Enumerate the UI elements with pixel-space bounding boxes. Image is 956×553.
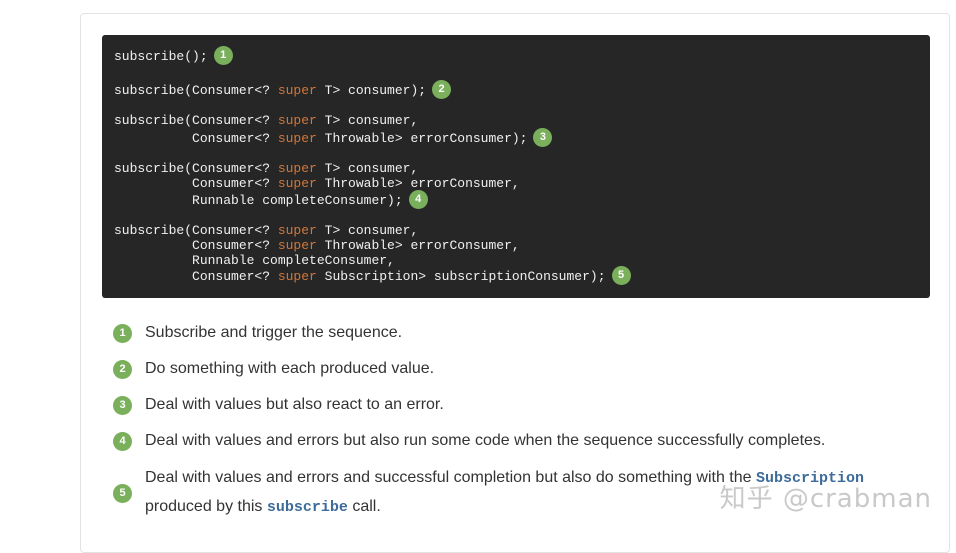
code-line-5c: Runnable completeConsumer, bbox=[114, 253, 395, 268]
code-line-4c: Runnable completeConsumer);4 bbox=[114, 190, 428, 209]
code-subscribe: subscribe bbox=[266, 499, 348, 516]
note-text-2: Do something with each produced value. bbox=[145, 360, 435, 377]
callout-5: 5 bbox=[611, 266, 631, 285]
code-line-3a: subscribe(Consumer<? super T> consumer, bbox=[114, 113, 419, 128]
code-line-5b: Consumer<? super Throwable> errorConsume… bbox=[114, 238, 520, 253]
note-text-4: Deal with values and errors but also run… bbox=[145, 432, 826, 449]
code-subscription: Subscription bbox=[756, 470, 865, 487]
note-3: 3 Deal with values but also react to an … bbox=[113, 391, 444, 419]
code-line-3b: Consumer<? super Throwable> errorConsume… bbox=[114, 128, 553, 147]
note-text-1: Subscribe and trigger the sequence. bbox=[145, 324, 403, 341]
note-badge-3: 3 bbox=[113, 395, 132, 415]
note-badge-2: 2 bbox=[113, 359, 132, 379]
code-line-1: subscribe();1 bbox=[114, 46, 233, 65]
note-4: 4 Deal with values and errors but also r… bbox=[113, 427, 825, 455]
code-line-5a: subscribe(Consumer<? super T> consumer, bbox=[114, 223, 419, 238]
content-panel: subscribe();1 subscribe(Consumer<? super… bbox=[80, 13, 950, 553]
note-1: 1 Subscribe and trigger the sequence. bbox=[113, 319, 402, 347]
watermark: 知乎 @crabman bbox=[719, 484, 932, 514]
note-badge-1: 1 bbox=[113, 323, 132, 343]
note-text-3: Deal with values but also react to an er… bbox=[145, 396, 444, 413]
note-5: 5 Deal with values and errors and succes… bbox=[113, 464, 864, 522]
callout-3: 3 bbox=[533, 128, 553, 147]
note-2: 2 Do something with each produced value. bbox=[113, 355, 434, 383]
note-badge-5: 5 bbox=[113, 483, 132, 503]
note-badge-4: 4 bbox=[113, 431, 132, 451]
note-text-5: Deal with values and errors and successf… bbox=[145, 469, 865, 516]
callout-4: 4 bbox=[408, 190, 428, 209]
code-line-2: subscribe(Consumer<? super T> consumer);… bbox=[114, 80, 452, 99]
code-block: subscribe();1 subscribe(Consumer<? super… bbox=[102, 35, 930, 298]
code-line-4a: subscribe(Consumer<? super T> consumer, bbox=[114, 161, 419, 176]
code-line-5d: Consumer<? super Subscription> subscript… bbox=[114, 266, 631, 285]
callout-1: 1 bbox=[213, 46, 233, 65]
code-line-4b: Consumer<? super Throwable> errorConsume… bbox=[114, 176, 520, 191]
callout-2: 2 bbox=[432, 80, 452, 99]
